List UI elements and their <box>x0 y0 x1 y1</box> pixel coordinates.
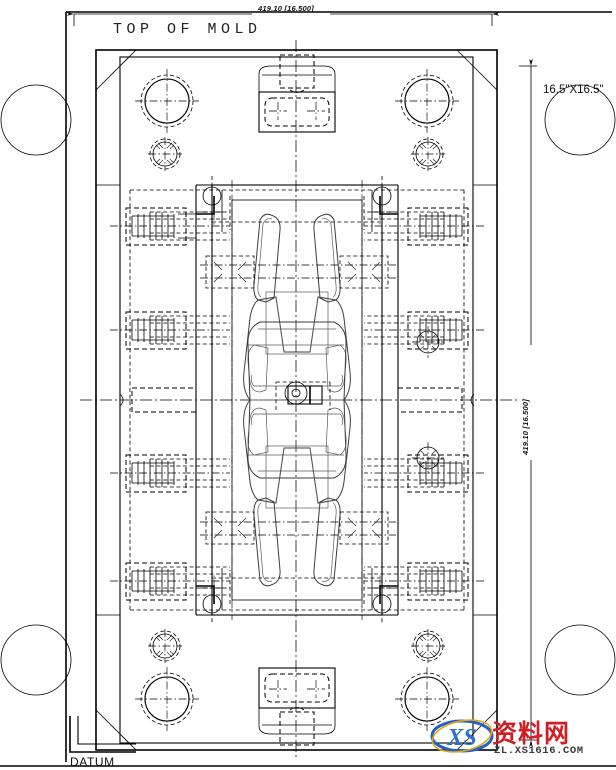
threaded-hole <box>148 629 182 663</box>
center-hidden-slots <box>119 387 475 413</box>
upper-cavity-part <box>243 213 351 479</box>
drawing-title: TOP OF MOLD <box>113 21 262 38</box>
corner-bracket <box>363 568 398 614</box>
threaded-hole <box>411 137 445 171</box>
threaded-hole <box>412 442 444 474</box>
datum-symbol: DATUM <box>69 716 136 769</box>
top-center-insert <box>258 54 336 133</box>
cooling-line-right-lower2 <box>364 562 484 601</box>
threaded-hole <box>148 137 182 171</box>
ejector-pin-marks <box>200 255 396 545</box>
cooling-line-left-lower2 <box>110 562 230 601</box>
bottom-center-insert <box>258 667 336 746</box>
guide-pin-hole <box>135 69 199 133</box>
sprue-bush <box>275 381 331 410</box>
guide-pin-holes <box>135 69 459 731</box>
guide-pin-hole <box>395 69 459 133</box>
threaded-holes <box>148 137 445 663</box>
datum-label: DATUM <box>70 755 115 769</box>
corner-bracket <box>196 186 231 232</box>
cooling-line-right-middle <box>364 311 484 350</box>
cooling-line-left-upper <box>110 207 230 246</box>
threaded-hole <box>412 326 444 358</box>
vertical-rules <box>211 176 383 624</box>
corner-locating-circles <box>0 84 616 696</box>
cooling-line-left-lower1 <box>110 454 230 493</box>
dimension-right-text: 419.10 [16.500] <box>521 399 530 456</box>
sheet-border <box>0 11 616 767</box>
cooling-line-left-middle <box>110 311 230 350</box>
guide-pin-hole <box>135 667 199 731</box>
side-rails <box>129 184 465 616</box>
dimension-top: 419.10 [16.500] <box>66 4 500 26</box>
guide-pin-hole <box>395 667 459 731</box>
corner-bracket <box>196 568 231 614</box>
cooling-line-right-lower1 <box>364 454 484 493</box>
outer-slot-lines <box>96 184 497 616</box>
dimension-top-text: 419.10 [16.500] <box>257 4 314 13</box>
corner-bracket <box>363 186 398 232</box>
lower-cavity-part <box>243 321 351 587</box>
threaded-hole <box>411 629 445 663</box>
cooling-line-right-upper <box>364 207 484 246</box>
dimension-right: 419.10 [16.500] <box>519 58 537 748</box>
main-centerlines <box>80 40 520 758</box>
